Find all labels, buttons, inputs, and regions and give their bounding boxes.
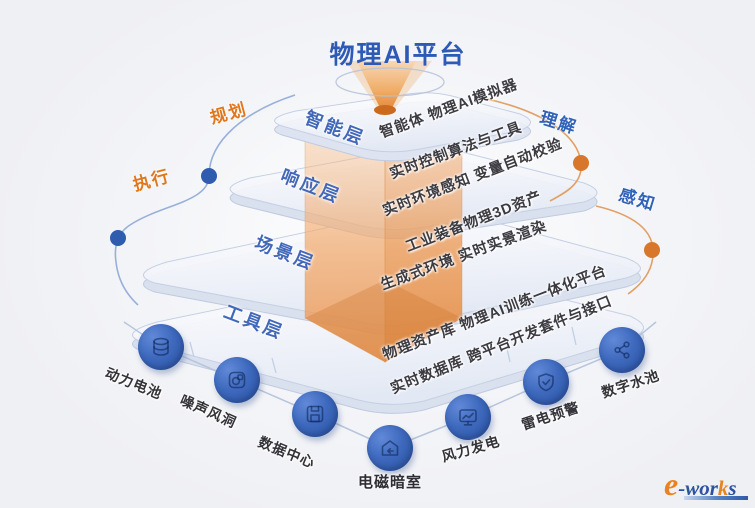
flow-dot bbox=[573, 155, 589, 171]
facility-node-digital-pool bbox=[599, 327, 645, 373]
funnel-cone-icon bbox=[335, 61, 445, 115]
flow-dot bbox=[644, 242, 660, 258]
share-icon bbox=[614, 341, 630, 359]
facility-node-data-center bbox=[292, 391, 338, 437]
wind-tunnel-icon bbox=[228, 371, 246, 389]
flow-arc-right bbox=[486, 98, 660, 295]
facility-node-wind-power bbox=[445, 394, 491, 440]
facility-node-chamber bbox=[367, 425, 413, 471]
logo-k: k bbox=[717, 476, 729, 500]
facility-node-wind-tunnel bbox=[214, 357, 260, 403]
flow-arc-left bbox=[110, 94, 296, 306]
facility-label-chamber: 电磁暗室 bbox=[358, 474, 423, 491]
page-title: 物理AI平台 bbox=[329, 41, 467, 69]
data-center-icon bbox=[306, 405, 324, 423]
facility-node-lightning-warning bbox=[523, 359, 569, 405]
facility-node-battery bbox=[138, 324, 184, 370]
flow-dot bbox=[201, 168, 217, 184]
chart-board-icon bbox=[459, 409, 477, 426]
logo-e: e bbox=[664, 466, 679, 502]
shield-check-icon bbox=[538, 373, 554, 392]
pyramid-layer-intelligence bbox=[274, 92, 531, 162]
database-icon bbox=[153, 337, 169, 356]
core-column bbox=[304, 127, 463, 363]
logo-s: s bbox=[728, 476, 737, 500]
flow-dot bbox=[110, 230, 126, 246]
logo-underline-bar bbox=[684, 496, 748, 500]
chamber-icon bbox=[381, 440, 399, 456]
